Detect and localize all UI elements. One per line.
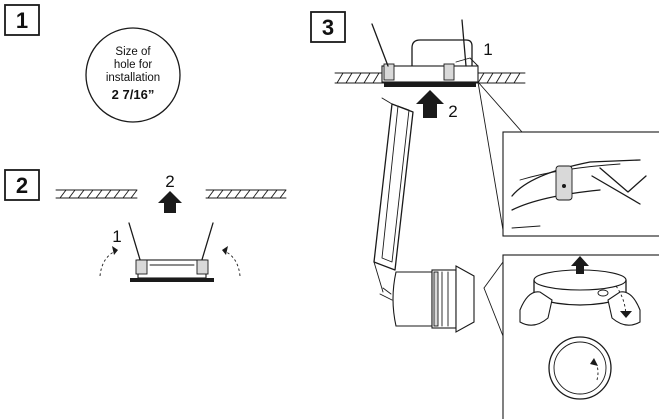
ceiling-left [55, 189, 138, 199]
step-2-number: 2 [16, 173, 28, 198]
hole-size-callout [85, 27, 181, 123]
step-3-number: 3 [322, 15, 334, 40]
detail-ring-panel [502, 254, 659, 419]
spring-clip-right [200, 222, 214, 264]
step-2: 2 2 [4, 169, 287, 282]
step-1-badge [4, 4, 40, 36]
step-2-label-clips: 1 [112, 227, 121, 246]
ring-up-arrow-icon [571, 256, 589, 274]
hole-size-dimension: 2 7/16” [112, 87, 155, 102]
step-1: 1 Size of hole for installation 2 7/16” [4, 4, 181, 123]
step-3: 3 1 [310, 11, 659, 419]
rotate-hint-right [221, 249, 241, 277]
step-2-badge [4, 169, 40, 201]
rotate-hint-left [99, 249, 119, 277]
step-1-number: 1 [16, 8, 28, 33]
hole-size-line-3: installation [106, 72, 160, 84]
step-3-badge [310, 11, 346, 43]
fixture-housing [371, 19, 479, 87]
push-up-arrow-icon [158, 191, 182, 213]
ceiling-right [205, 189, 287, 199]
hole-size-line-1: Size of [115, 46, 151, 58]
zoom-callout-line-upper [477, 81, 523, 133]
hand-left [519, 291, 553, 326]
spring-clip-left [128, 222, 142, 264]
zoom-callout-line-lower [483, 261, 504, 289]
spring-clip-right-3 [461, 19, 467, 67]
rotate-arrow-right-icon [222, 246, 228, 255]
step-3-label-clip: 1 [483, 40, 492, 59]
hand-right [607, 291, 641, 326]
push-up-arrow-3-icon [416, 90, 444, 118]
step-2-label-push: 2 [165, 172, 174, 191]
mounting-bracket-inner [381, 105, 410, 263]
fixture-step-2 [130, 259, 214, 282]
spring-clip-left-3 [371, 23, 389, 67]
rotate-arrow-left-icon [112, 246, 118, 255]
step-3-label-push: 2 [448, 102, 457, 121]
detail-clip-panel [502, 131, 659, 237]
hole-size-line-2: hole for [114, 59, 153, 71]
lamp-body [379, 265, 475, 333]
trim-ring [548, 336, 612, 400]
